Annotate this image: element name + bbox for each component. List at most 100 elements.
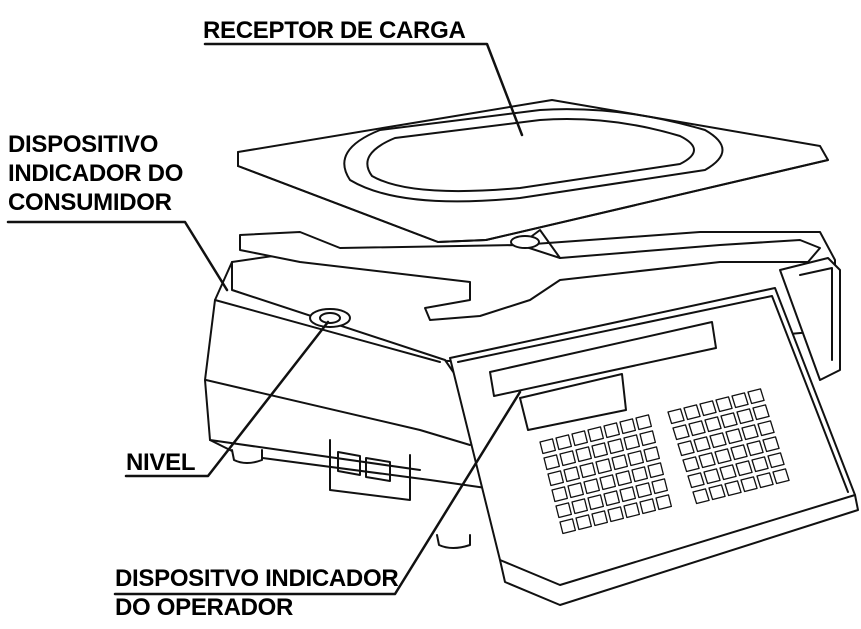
- label-line: CONSUMIDOR: [8, 189, 172, 216]
- keypad-key: [571, 430, 589, 447]
- keypad-key: [736, 408, 754, 425]
- leader-consumidor: [6, 220, 229, 292]
- keypad-key: [672, 424, 690, 441]
- keypad-key: [647, 462, 665, 479]
- keypad-key: [698, 452, 716, 469]
- leader-receptor: [203, 42, 524, 137]
- keypad-key: [631, 466, 649, 483]
- label-dispositivo-indicador-consumidor: DISPOSITIVO INDICADOR DO CONSUMIDOR: [8, 130, 183, 217]
- keypad-key: [747, 388, 765, 405]
- keypad-key: [704, 416, 722, 433]
- keypad-key: [639, 430, 657, 447]
- keypad-key: [731, 392, 749, 409]
- keypad-key: [740, 476, 758, 493]
- keypad-key: [720, 412, 738, 429]
- keypad-key: [667, 408, 685, 425]
- keypad-key: [567, 482, 585, 499]
- keypad-key: [709, 432, 727, 449]
- keypad-key: [756, 472, 774, 489]
- keypad-key: [559, 518, 577, 535]
- keypad-key: [735, 460, 753, 477]
- keypad-key: [607, 506, 625, 523]
- keypad-key: [682, 456, 700, 473]
- keypad-key: [719, 464, 737, 481]
- leader-nivel: [124, 320, 330, 478]
- label-line: DO OPERADOR: [115, 594, 294, 621]
- keypad-key: [587, 426, 605, 443]
- keypad-key: [651, 478, 669, 495]
- keypad-key: [757, 420, 775, 437]
- keypad-key: [575, 514, 593, 531]
- keypad-key: [655, 494, 673, 511]
- keypad-key: [692, 488, 710, 505]
- keypad-key: [699, 400, 717, 417]
- keypad-key: [623, 502, 641, 519]
- keypad-key: [555, 502, 573, 519]
- foot-left: [231, 449, 263, 464]
- keypad-key: [599, 474, 617, 491]
- keypad-key: [677, 440, 695, 457]
- keypad-key: [627, 450, 645, 467]
- leader-lines: [6, 42, 524, 596]
- keypad-key: [591, 442, 609, 459]
- leader-operador: [113, 390, 522, 596]
- label-line: INDICADOR DO: [8, 160, 184, 187]
- keypad-key: [583, 478, 601, 495]
- keypad-key: [730, 444, 748, 461]
- keypad-key: [579, 462, 597, 479]
- keypad-key: [725, 428, 743, 445]
- keypad-key: [559, 450, 577, 467]
- keypad-key: [555, 434, 573, 451]
- keypad-key: [639, 498, 657, 515]
- label-receptor-de-carga: RECEPTOR DE CARGA: [203, 17, 466, 44]
- operator-panel: [449, 287, 859, 606]
- level-bubble: [309, 308, 351, 328]
- keypad-key: [607, 438, 625, 455]
- keypad-key: [693, 436, 711, 453]
- keypad-key: [591, 510, 609, 527]
- label-line: DISPOSITIVO: [8, 131, 159, 158]
- keypad-key: [762, 436, 780, 453]
- keypad-key: [703, 468, 721, 485]
- keypad-key: [715, 396, 733, 413]
- keypad-key: [724, 480, 742, 497]
- keypad-key: [615, 470, 633, 487]
- keypad-key: [547, 470, 565, 487]
- keypad-key: [603, 490, 621, 507]
- keypad-left: [539, 414, 673, 535]
- keypad-key: [714, 448, 732, 465]
- keypad-key: [635, 482, 653, 499]
- keypad-key: [746, 440, 764, 457]
- keypad-key: [587, 494, 605, 511]
- keypad-key: [708, 484, 726, 501]
- keypad-key: [551, 486, 569, 503]
- keypad-key: [571, 498, 589, 515]
- foot-right: [436, 534, 471, 549]
- keypad-key: [543, 454, 561, 471]
- keypad-key: [772, 468, 790, 485]
- keypad-key: [603, 422, 621, 439]
- operator-display: [489, 321, 717, 397]
- label-dispositivo-indicador-operador: DISPOSITVO INDICADOR DO OPERADOR: [115, 564, 399, 622]
- label-nivel: NIVEL: [126, 449, 196, 476]
- keypad-key: [595, 458, 613, 475]
- label-line: DISPOSITVO INDICADOR: [115, 565, 399, 592]
- keypad-key: [611, 454, 629, 471]
- keypad-key: [688, 420, 706, 437]
- keypad-key: [619, 486, 637, 503]
- keypad-key: [635, 414, 653, 431]
- keypad-key: [619, 418, 637, 435]
- keypad-key: [741, 424, 759, 441]
- keypad-key: [539, 438, 557, 455]
- keypad-key: [643, 446, 661, 463]
- spider-support: [239, 229, 821, 321]
- keypad-key: [751, 456, 769, 473]
- load-plate: [237, 99, 829, 243]
- keypad-key: [563, 466, 581, 483]
- keypad-key: [575, 446, 593, 463]
- keypad-key: [752, 404, 770, 421]
- keypad-key: [683, 404, 701, 421]
- keypad-key: [767, 452, 785, 469]
